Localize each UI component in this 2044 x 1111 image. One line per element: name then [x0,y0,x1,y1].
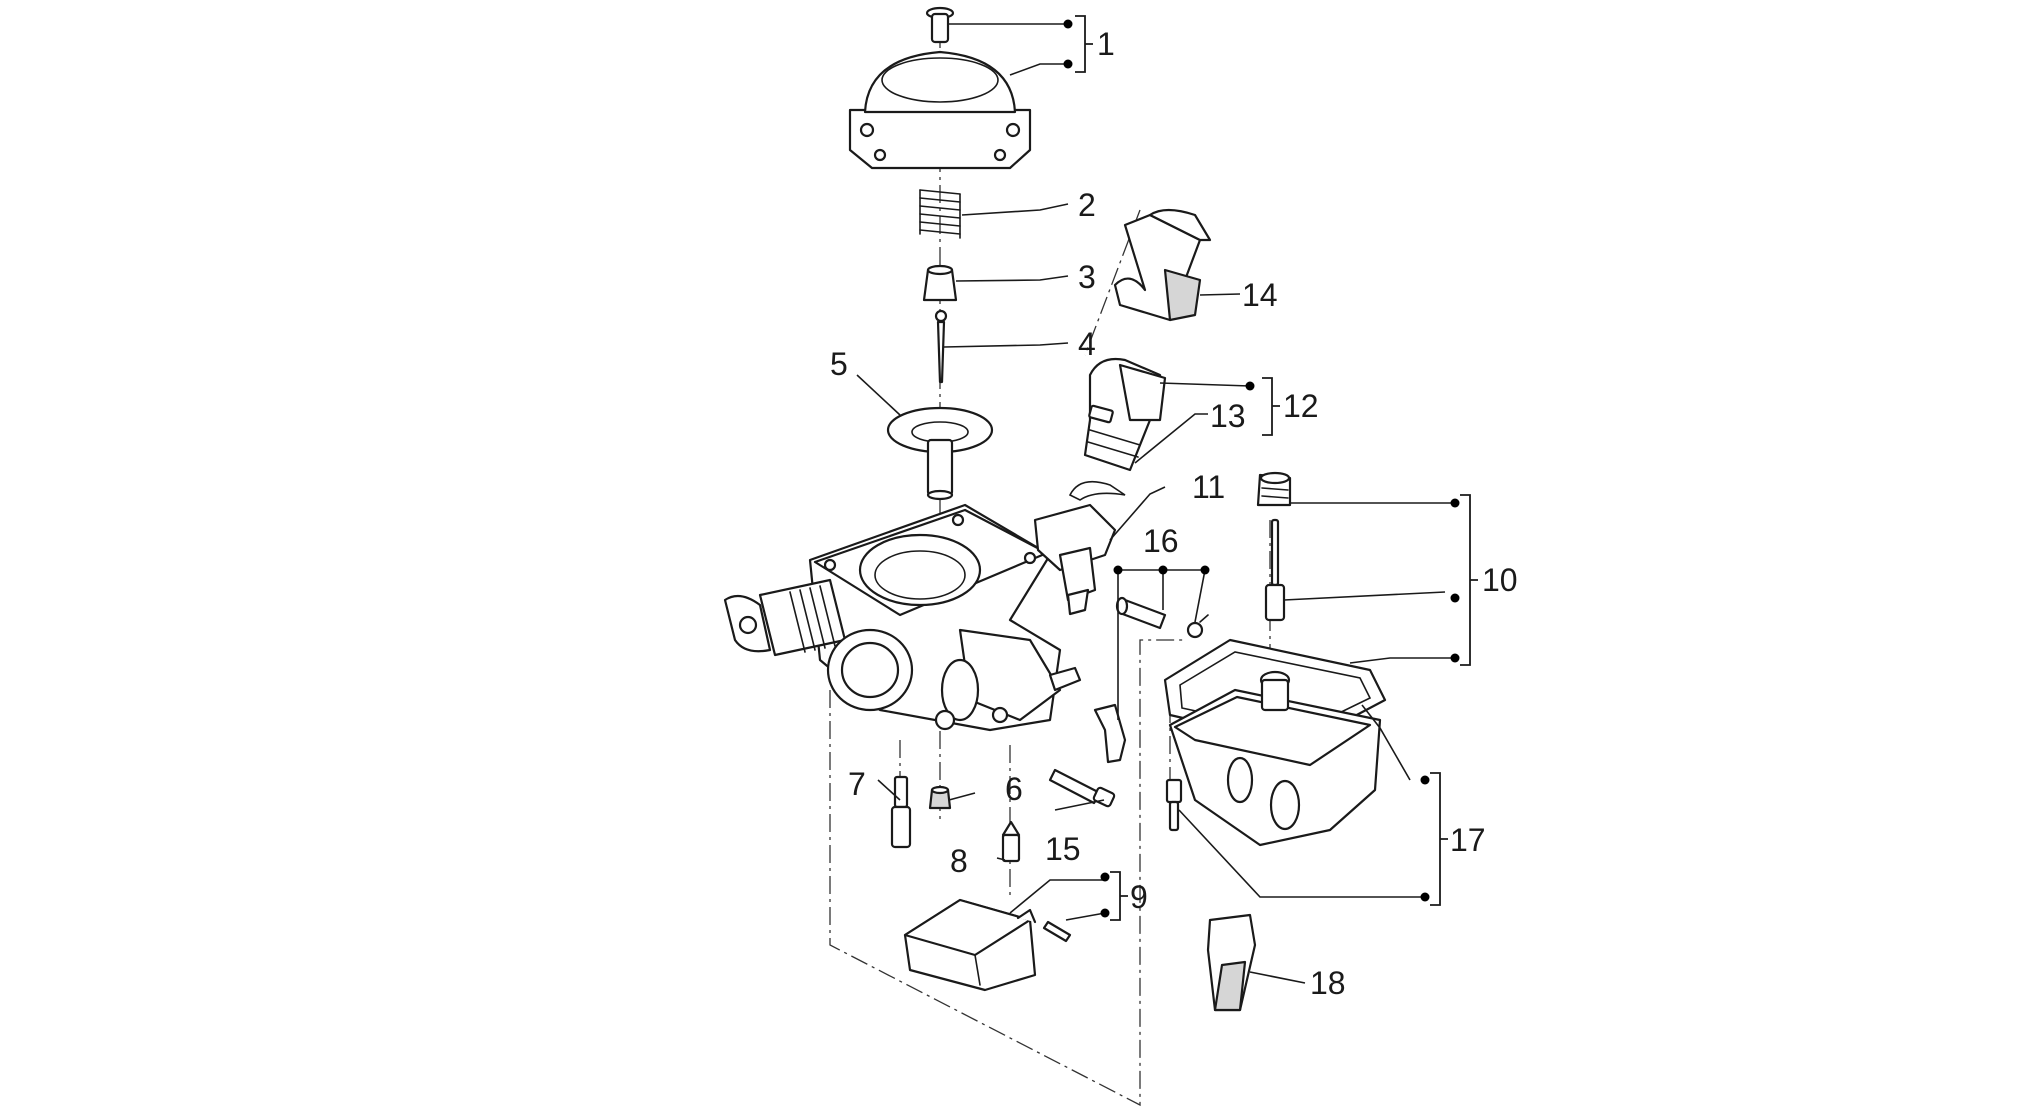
enrichener-plunger [1256,471,1292,507]
hose-elbow [1093,703,1127,764]
choke-housing [1033,503,1117,616]
pilot-jet [928,785,952,810]
callout-12: 12 [1283,388,1319,424]
callout-7: 7 [848,766,866,802]
main-jet-holder [890,775,912,849]
electric-choke [1083,357,1167,472]
enrichener-needle [1264,518,1286,622]
hose [1115,596,1167,630]
bowl-screw [1165,778,1183,832]
spring [919,189,961,239]
float-bowl [1168,670,1382,847]
needle-holder [922,264,958,302]
callout-13: 13 [1210,398,1246,434]
callout-dots [1063,19,1460,918]
callout-9: 9 [1130,879,1148,915]
hose-clamp [1186,614,1209,639]
choke-cover [1113,208,1212,322]
drain-cover [1206,913,1257,1012]
diaphragm-slide [886,406,994,501]
callout-2: 2 [1078,187,1096,223]
mixture-screw [1048,768,1116,808]
callout-5: 5 [830,346,848,382]
float-needle-valve [1001,820,1021,863]
callout-16: 16 [1143,523,1179,559]
diaphragm-cover [848,50,1032,170]
callout-17: 17 [1450,822,1486,858]
callout-14: 14 [1242,277,1278,313]
callout-11: 11 [1192,469,1225,505]
float [903,898,1037,992]
callout-8: 8 [950,843,968,879]
carburetor-body [723,503,1082,732]
callout-3: 3 [1078,259,1096,295]
float-pin [1042,920,1072,943]
callout-18: 18 [1310,965,1346,1001]
leader-lines [856,23,1455,984]
choke-clip [1068,480,1126,501]
callout-10: 10 [1482,562,1518,598]
jet-needle [934,309,948,384]
cover-screw [925,6,955,44]
callout-labels: 1 2 3 4 5 6 7 8 9 10 11 12 13 14 15 16 1… [830,26,1518,1001]
callout-4: 4 [1078,326,1096,362]
group-brackets [1075,15,1478,921]
callout-15: 15 [1045,831,1081,867]
callout-1: 1 [1097,26,1115,62]
callout-6: 6 [1005,771,1023,807]
